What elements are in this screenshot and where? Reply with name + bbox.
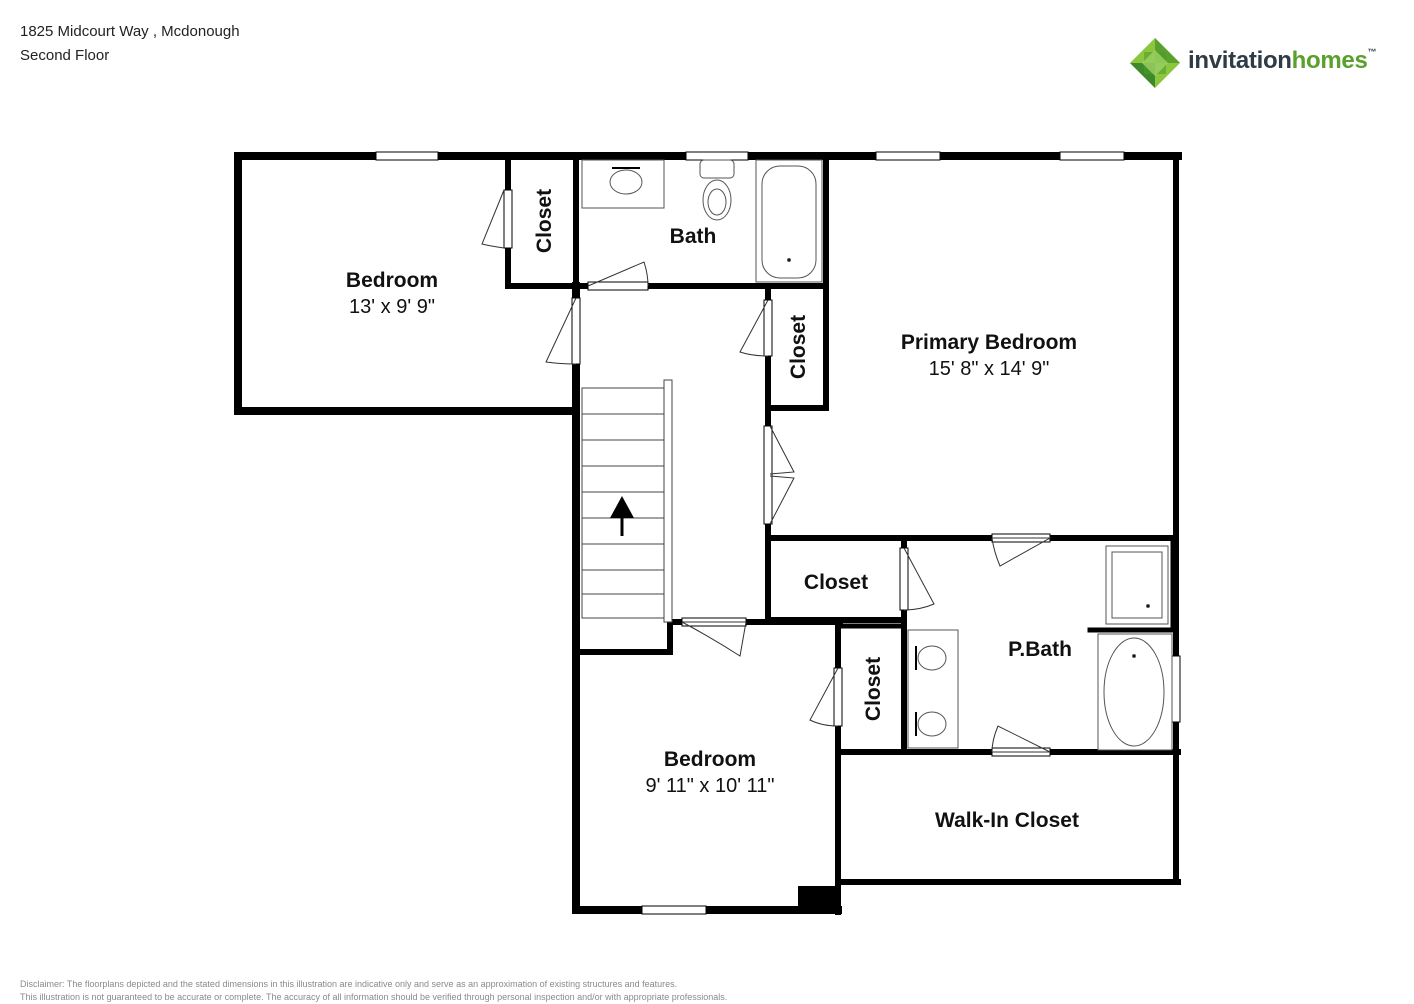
bathtub-icon <box>755 159 823 283</box>
primary-bedroom-dim: 15' 8" x 14' 9" <box>929 358 1050 380</box>
bedroom1-name: Bedroom <box>346 269 438 292</box>
toilet-icon <box>699 159 735 221</box>
bedroom2-dim: 9' 11" x 10' 11" <box>646 775 775 797</box>
logo-diamond-icon <box>1130 38 1180 88</box>
closet4-name: Closet <box>862 657 885 721</box>
bedroom1-dim: 13' x 9' 9" <box>349 296 435 318</box>
primary-bedroom-name: Primary Bedroom <box>901 331 1077 354</box>
property-address: 1825 Midcourt Way , Mcdonough <box>20 23 240 40</box>
bath-name: Bath <box>670 225 717 248</box>
logo-wordmark: invitationhomes™ <box>1188 47 1377 75</box>
closet2-name: Closet <box>787 315 810 379</box>
floor-label: Second Floor <box>20 47 110 64</box>
disclaimer-line-2: This illustration is not guaranteed to b… <box>20 992 728 1002</box>
logo-word-invitation: invitation <box>1188 47 1292 74</box>
room-labels: Bedroom 13' x 9' 9" Closet Bath Closet P… <box>346 189 1079 832</box>
invitation-homes-logo: invitationhomes™ <box>1128 36 1388 90</box>
stairs-up-arrow-icon <box>610 496 634 536</box>
shower-icon <box>1105 545 1169 625</box>
logo-trademark: ™ <box>1367 47 1377 57</box>
bath-sink-icon <box>609 169 643 195</box>
oval-tub-icon <box>1097 633 1173 751</box>
staircase <box>581 379 673 623</box>
disclaimer-line-1: Disclaimer: The floorplans depicted and … <box>20 979 678 989</box>
pbath-name: P.Bath <box>1008 638 1072 661</box>
logo-word-homes: homes <box>1291 47 1368 74</box>
windows <box>375 151 1181 915</box>
double-vanity-icon <box>907 629 959 749</box>
doors <box>481 189 1052 757</box>
fixtures <box>581 159 1173 751</box>
walk-in-closet-name: Walk-In Closet <box>935 809 1079 832</box>
closet3-name: Closet <box>804 571 868 594</box>
bedroom2-name: Bedroom <box>664 748 756 771</box>
disclaimer: Disclaimer: The floorplans depicted and … <box>20 978 1400 1004</box>
closet1-name: Closet <box>533 189 556 253</box>
